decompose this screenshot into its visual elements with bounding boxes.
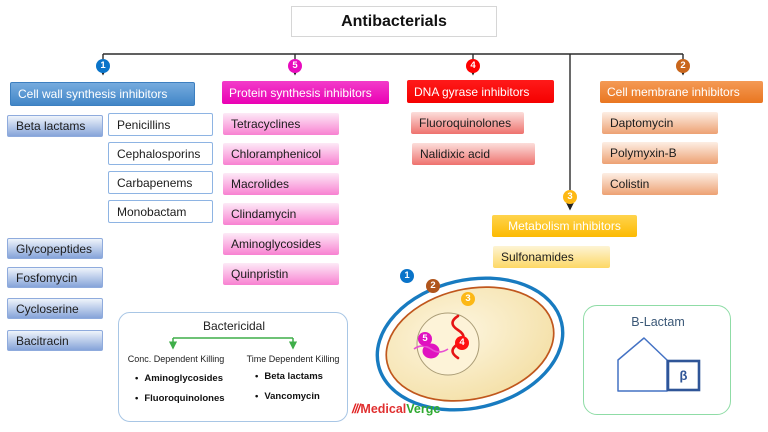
bactericidal-bracket [168, 337, 298, 350]
page-title: Antibacterials [291, 6, 497, 37]
protein-synthesis-header: Protein synthesis inhibitors [222, 81, 389, 104]
nucleoid [416, 312, 480, 376]
beta-lactam-type-box: Cephalosporins [108, 142, 213, 165]
cell-outer-membrane [375, 276, 565, 412]
branch-badge-2: 2 [676, 59, 690, 73]
protein-drug-box: Quinpristin [223, 263, 339, 285]
cell-membrane-header: Cell membrane inhibitors [600, 81, 763, 103]
beta-lactam-title: B-Lactam [631, 315, 685, 329]
protein-drug-box: Clindamycin [223, 203, 339, 225]
cell-marker-3: 3 [461, 292, 475, 306]
logo-verge: Verge [406, 402, 441, 416]
bacterial-cell-illustration [375, 276, 565, 412]
beta-lactam-type-box: Penicillins [108, 113, 213, 136]
bactericidal-item: Fluoroquinolones [135, 393, 224, 404]
time-dependent-heading: Time Dependent Killing [246, 354, 340, 364]
metabolism-header: Metabolism inhibitors [492, 215, 637, 237]
conc-dependent-heading: Conc. Dependent Killing [127, 354, 225, 364]
beta-lactam-panel: B-Lactam β [583, 305, 731, 415]
metabolism-drug-box: Sulfonamides [493, 246, 610, 268]
membrane-drug-box: Polymyxin-B [602, 142, 718, 164]
dna-drug-box: Fluoroquinolones [411, 112, 524, 134]
bactericidal-panel: Bactericidal Conc. Dependent Killing Tim… [118, 312, 348, 422]
cell-wall-drug-box: Bacitracin [7, 330, 103, 351]
ribosome-mrna-icon [413, 345, 449, 353]
cell-marker-2: 2 [426, 279, 440, 293]
cell-marker-1: 1 [400, 269, 414, 283]
cell-marker-5: 5 [418, 332, 432, 346]
house-shape-icon [617, 337, 701, 392]
beta-lactams-box: Beta lactams [7, 115, 103, 137]
medicalverge-logo: ///MedicalVerge [352, 402, 440, 416]
cell-wall-header: Cell wall synthesis inhibitors [10, 82, 195, 106]
branch-badge-4: 4 [466, 59, 480, 73]
branch-badge-5: 5 [288, 59, 302, 73]
bactericidal-item: Vancomycin [255, 391, 319, 402]
cell-wall-drug-box: Glycopeptides [7, 238, 103, 259]
protein-drug-box: Tetracyclines [223, 113, 339, 135]
beta-lactam-type-box: Carbapenems [108, 171, 213, 194]
cell-wall-drug-box: Cycloserine [7, 298, 103, 319]
bactericidal-title: Bactericidal [202, 319, 266, 333]
membrane-drug-box: Colistin [602, 173, 718, 195]
cell-wall-drug-box: Fosfomycin [7, 267, 103, 288]
dna-gyrase-header: DNA gyrase inhibitors [407, 80, 554, 103]
cell-marker-4: 4 [455, 336, 469, 350]
logo-medical: Medical [360, 402, 407, 416]
beta-symbol: β [679, 368, 688, 383]
branch-badge-1: 1 [96, 59, 110, 73]
protein-drug-box: Aminoglycosides [223, 233, 339, 255]
membrane-drug-box: Daptomycin [602, 112, 718, 134]
branch-badge-3: 3 [563, 190, 577, 204]
beta-lactam-type-box: Monobactam [108, 200, 213, 223]
protein-drug-box: Macrolides [223, 173, 339, 195]
logo-slashes-icon: /// [352, 402, 360, 416]
bactericidal-item: Aminoglycosides [135, 373, 223, 384]
dna-drug-box: Nalidixic acid [412, 143, 535, 165]
protein-drug-box: Chloramphenicol [223, 143, 339, 165]
bactericidal-item: Beta lactams [255, 371, 323, 382]
